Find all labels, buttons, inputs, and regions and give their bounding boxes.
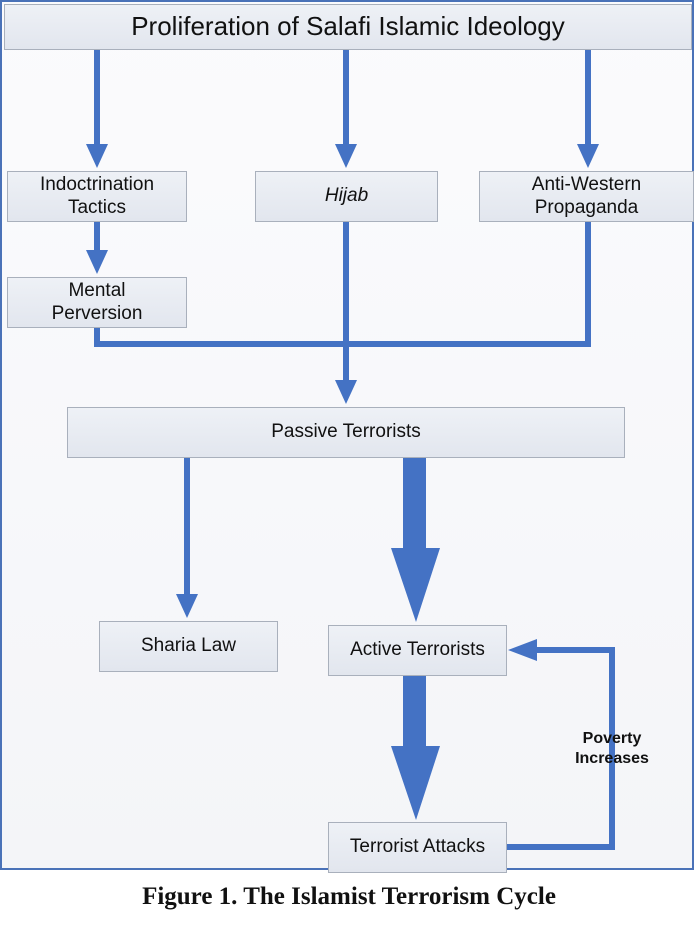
arrowhead-hijab	[335, 144, 357, 168]
connector-feedback-loop	[506, 647, 615, 850]
arrowhead-active	[391, 548, 440, 622]
node-mental-perversion: Mental Perversion	[7, 277, 187, 328]
arrowhead-antiwestern	[577, 144, 599, 168]
arrowhead-attacks	[391, 746, 440, 820]
edge-label-poverty-increases: Poverty Increases	[575, 730, 649, 767]
node-active-terrorists: Active Terrorists	[328, 625, 507, 676]
arrowhead-feedback	[508, 639, 537, 661]
node-terrorist-attacks: Terrorist Attacks	[328, 822, 507, 873]
node-salafi-ideology: Proliferation of Salafi Islamic Ideology	[4, 4, 692, 50]
node-sharia-law: Sharia Law	[99, 621, 278, 672]
arrow-passive-to-active-shaft	[403, 458, 426, 550]
arrowhead-indoctrination	[86, 144, 108, 168]
arrowhead-mental	[86, 250, 108, 274]
node-indoctrination-tactics: Indoctrination Tactics	[7, 171, 187, 222]
arrowhead-passive	[335, 380, 357, 404]
arrowhead-sharia	[176, 594, 198, 618]
arrow-active-to-attacks-shaft	[403, 676, 426, 748]
node-anti-western-propaganda: Anti-Western Propaganda	[479, 171, 694, 222]
node-passive-terrorists: Passive Terrorists	[67, 407, 625, 458]
node-hijab: Hijab	[255, 171, 438, 222]
connector-mental-to-merge	[94, 222, 591, 347]
figure-caption: Figure 1. The Islamist Terrorism Cycle	[142, 883, 556, 910]
